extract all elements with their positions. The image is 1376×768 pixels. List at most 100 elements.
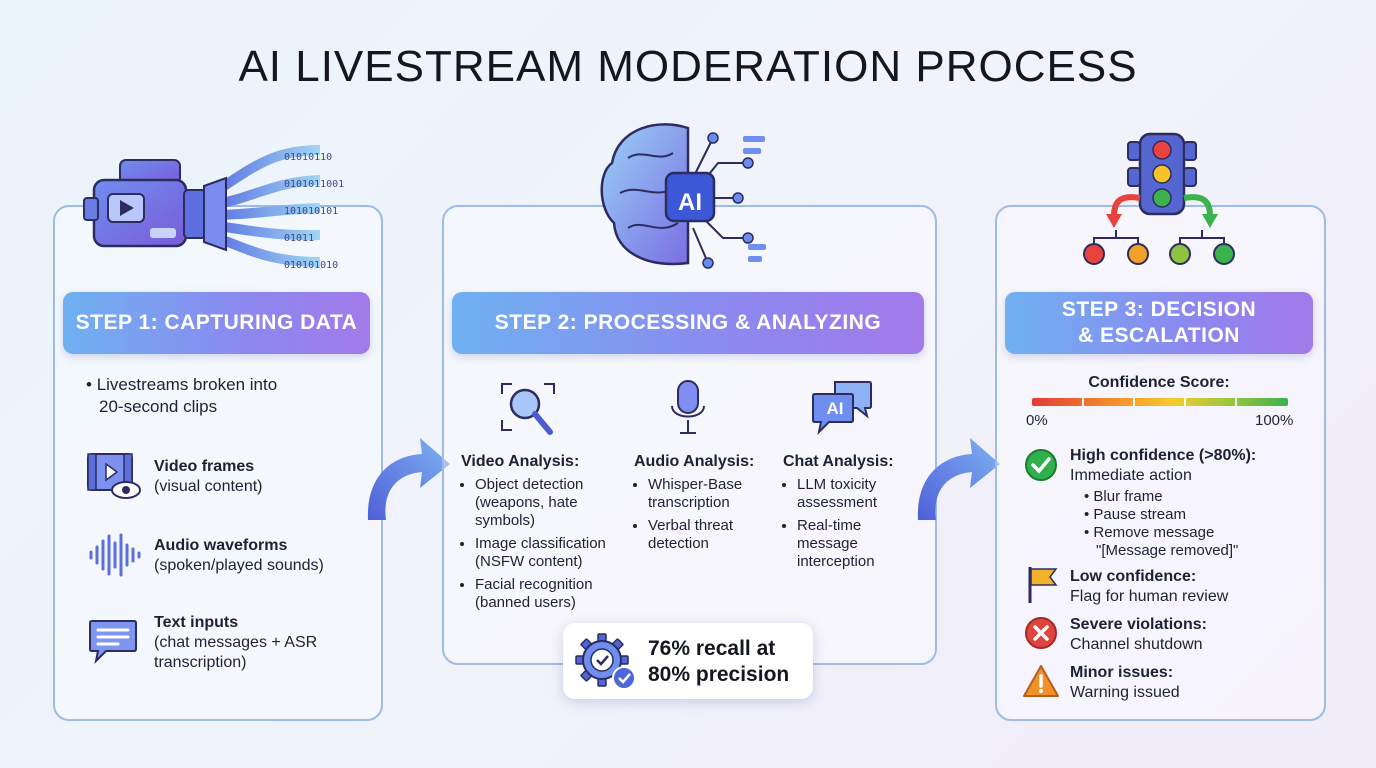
microphone-icon bbox=[671, 380, 705, 434]
column-title: Audio Analysis: bbox=[634, 453, 755, 470]
check-circle-icon bbox=[1025, 449, 1057, 481]
input-video: Video frames (visual content) bbox=[154, 457, 374, 497]
item-line: assessment bbox=[797, 494, 878, 511]
step1-heading-text: STEP 1: CAPTURING DATA bbox=[75, 311, 358, 334]
outcome-desc: Flag for human review bbox=[1070, 588, 1229, 605]
action-label: Remove message bbox=[1093, 524, 1215, 541]
magnifier-icon bbox=[501, 383, 555, 435]
step1-intro: • Livestreams broken into 20-second clip… bbox=[86, 374, 366, 418]
audio-analysis-column: Audio Analysis: Whisper-Basetranscriptio… bbox=[634, 452, 784, 558]
action-note: "[Message removed]" bbox=[1096, 542, 1239, 559]
item-line: transcription bbox=[648, 494, 730, 511]
video-camera-icon bbox=[83, 145, 321, 267]
input-title: Audio waveforms bbox=[154, 537, 288, 554]
step2-heading-text: STEP 2: PROCESSING & ANALYZING bbox=[494, 311, 882, 334]
binary-line: 01010110 bbox=[284, 152, 333, 163]
outcome-title: Severe violations: bbox=[1070, 616, 1207, 633]
intro-line-2: 20-second clips bbox=[99, 397, 218, 416]
confidence-label: Confidence Score: bbox=[1088, 374, 1230, 391]
column-title: Chat Analysis: bbox=[783, 453, 894, 470]
flag-icon bbox=[1028, 567, 1058, 603]
intro-line: 20-second clips bbox=[86, 396, 366, 418]
step1-heading: STEP 1: CAPTURING DATA bbox=[63, 292, 370, 354]
confidence-max: 100% bbox=[1255, 412, 1294, 429]
metric-line: 80% precision bbox=[648, 663, 790, 686]
audio-waveform-icon bbox=[89, 533, 141, 577]
input-desc: (spoken/played sounds) bbox=[154, 557, 324, 574]
step2-panel bbox=[442, 205, 937, 665]
outcome-high: High confidence (>80%): Immediate action… bbox=[1070, 446, 1310, 560]
input-audio: Audio waveforms (spoken/played sounds) bbox=[154, 536, 374, 576]
input-desc: (visual content) bbox=[154, 478, 263, 495]
item-line: (NSFW content) bbox=[475, 553, 583, 570]
binary-line: 101010101 bbox=[284, 206, 339, 217]
item-line: symbols) bbox=[475, 512, 536, 529]
outcome-low: Low confidence: Flag for human review bbox=[1070, 567, 1310, 607]
step3-heading-line: STEP 3: DECISION bbox=[1061, 298, 1257, 321]
outcome-minor: Minor issues: Warning issued bbox=[1070, 663, 1310, 703]
input-title: Video frames bbox=[154, 458, 255, 475]
flow-arrow-2-icon bbox=[917, 438, 1000, 520]
item-line: Whisper-Base bbox=[648, 476, 743, 493]
item-line: (banned users) bbox=[475, 594, 576, 611]
outcome-actions: • Blur frame • Pause stream • Remove mes… bbox=[1070, 488, 1310, 560]
action-item: • Remove message bbox=[1084, 524, 1215, 541]
outcome-title: Minor issues: bbox=[1070, 664, 1174, 681]
action-label: Blur frame bbox=[1093, 488, 1163, 505]
outcome-title: High confidence (>80%): bbox=[1070, 447, 1257, 464]
flow-arrow-1-icon bbox=[367, 438, 450, 520]
step3-heading-line: & ESCALATION bbox=[1078, 324, 1240, 347]
column-title: Video Analysis: bbox=[461, 453, 580, 470]
outcome-desc: Warning issued bbox=[1070, 684, 1180, 701]
input-text: Text inputs (chat messages + ASR transcr… bbox=[154, 613, 374, 673]
intro-line-1: Livestreams broken into bbox=[96, 375, 278, 394]
binary-line: 0101011001 bbox=[284, 179, 345, 190]
traffic-light-icon bbox=[1083, 132, 1235, 265]
input-desc: transcription) bbox=[154, 654, 247, 671]
action-label: Pause stream bbox=[1093, 506, 1186, 523]
analysis-item: Facial recognition(banned users) bbox=[475, 576, 631, 612]
gear-check-icon bbox=[575, 633, 636, 690]
page-title: AI LIVESTREAM MODERATION PROCESS bbox=[238, 42, 1138, 91]
binary-stream: 01010110 0101011001 101010101 01011 0101… bbox=[284, 144, 364, 279]
metric-text: 76% recall at 80% precision bbox=[648, 636, 808, 688]
video-analysis-column: Video Analysis: Object detection(weapons… bbox=[461, 452, 631, 617]
intro-line: • Livestreams broken into bbox=[86, 375, 278, 394]
ai-chat-icon-label: AI bbox=[826, 399, 844, 418]
item-line: detection bbox=[648, 535, 709, 552]
outcome-title: Low confidence: bbox=[1070, 568, 1197, 585]
item-line: LLM toxicity bbox=[797, 476, 877, 493]
confidence-gauge bbox=[1032, 397, 1288, 407]
binary-line: 010101010 bbox=[284, 260, 339, 271]
analysis-item: Image classification(NSFW content) bbox=[475, 535, 631, 571]
item-line: (weapons, hate bbox=[475, 494, 578, 511]
ai-brain-icon bbox=[600, 123, 766, 269]
ai-chip-label: AI bbox=[678, 189, 702, 216]
item-line: Facial recognition bbox=[475, 576, 593, 593]
action-item: • Pause stream bbox=[1084, 506, 1186, 523]
input-title: Text inputs bbox=[154, 614, 239, 631]
binary-line: 01011 bbox=[284, 233, 315, 244]
x-circle-icon bbox=[1025, 617, 1057, 649]
warning-triangle-icon bbox=[1023, 665, 1059, 697]
item-line: Verbal threat bbox=[648, 517, 734, 534]
item-line: Image classification bbox=[475, 535, 606, 552]
item-line: Object detection bbox=[475, 476, 584, 493]
action-item: • Blur frame bbox=[1084, 488, 1163, 505]
chat-message-icon bbox=[89, 620, 137, 665]
step2-heading: STEP 2: PROCESSING & ANALYZING bbox=[452, 292, 924, 354]
item-line: interception bbox=[797, 553, 875, 570]
metric-line: 76% recall at bbox=[648, 637, 776, 660]
item-line: Real-time bbox=[797, 517, 862, 534]
outcome-desc: Immediate action bbox=[1070, 467, 1192, 484]
confidence-min: 0% bbox=[1026, 412, 1048, 429]
step3-heading: STEP 3: DECISION & ESCALATION bbox=[1005, 292, 1313, 354]
outcome-severe: Severe violations: Channel shutdown bbox=[1070, 615, 1310, 655]
outcome-desc: Channel shutdown bbox=[1070, 636, 1203, 653]
input-desc: (chat messages + ASR bbox=[154, 634, 318, 651]
